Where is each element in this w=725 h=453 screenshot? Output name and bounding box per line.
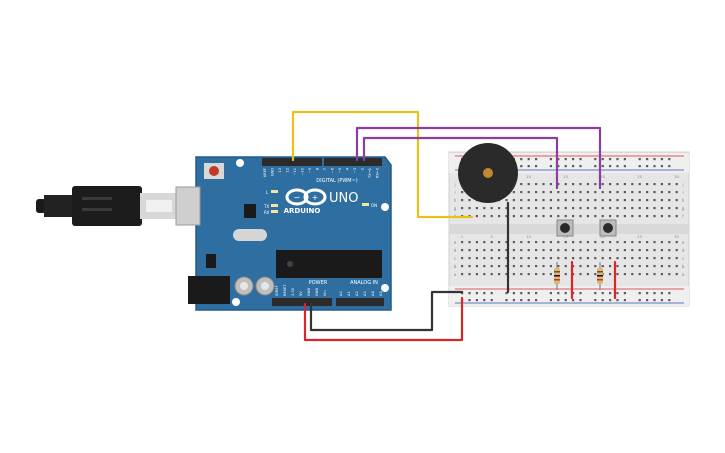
tx-label: TX — [263, 204, 269, 209]
piezo-buzzer[interactable] — [458, 143, 518, 203]
svg-text:−: − — [294, 193, 301, 202]
header-analog[interactable] — [336, 298, 384, 306]
col-number: 25 — [637, 235, 642, 239]
col-number: 10 — [526, 235, 531, 239]
arduino-logo-icon: − + — [285, 188, 327, 206]
pin-label: A0 — [339, 291, 343, 296]
col-number: 25 — [637, 175, 642, 179]
col-number: 10 — [526, 175, 531, 179]
pin-label: ~9 — [308, 167, 312, 173]
col-number: 20 — [600, 175, 605, 179]
pin-label: TX→1 — [368, 168, 372, 179]
row-letter: a — [682, 272, 685, 277]
pin-label: 4 — [346, 167, 350, 170]
row-letter: e — [682, 240, 685, 245]
pin-label: ~3 — [353, 168, 357, 173]
pin-label: 8 — [316, 167, 320, 170]
col-number: 20 — [600, 235, 605, 239]
rx-label: RX — [264, 210, 270, 215]
pin-label: A3 — [363, 291, 367, 296]
on-label: ON — [371, 203, 377, 208]
row-letter: i — [454, 190, 455, 195]
push-button-2[interactable] — [599, 219, 617, 237]
col-number: 5 — [490, 235, 492, 239]
row-letter: b — [682, 264, 685, 269]
row-letter: h — [682, 198, 685, 203]
pin-label: 7 — [323, 168, 327, 170]
col-number: 1 — [461, 235, 463, 239]
wire-yellow[interactable] — [291, 110, 474, 219]
pin-label: 3.3V — [291, 287, 295, 296]
pin-label: AREF — [263, 168, 267, 177]
row-letter: c — [454, 256, 456, 261]
row-letter: h — [454, 198, 457, 203]
arduino-uno-board[interactable]: − + ARDUINO UNO DIGITAL (PWM~) POWER ANA… — [175, 156, 392, 311]
resistor-1[interactable] — [554, 262, 560, 290]
row-letter: g — [454, 206, 457, 211]
pin-label: RX←0 — [376, 167, 380, 178]
atmega-chip — [276, 250, 382, 278]
wire-purple-1[interactable] — [355, 126, 602, 190]
usb-cable[interactable] — [36, 186, 178, 226]
wire-purple-2[interactable] — [362, 136, 559, 190]
pin-label: 2 — [361, 168, 365, 170]
pin-label: A4 — [371, 291, 375, 296]
analog-label: ANALOG IN — [350, 280, 378, 286]
reset-button[interactable] — [209, 166, 219, 176]
pin-label: Vin — [323, 290, 327, 296]
pin-label: ~6 — [331, 167, 335, 173]
l-label: L — [266, 190, 269, 195]
row-letter: a — [454, 272, 457, 277]
col-number: 15 — [563, 175, 568, 179]
header-power[interactable] — [272, 298, 332, 306]
pin-label: 5V — [299, 291, 303, 296]
row-letter: e — [454, 240, 457, 245]
wire-red-5v[interactable] — [303, 296, 464, 342]
pin-label: A1 — [347, 291, 351, 296]
row-letter: g — [682, 206, 685, 211]
brand-label: ARDUINO — [284, 207, 321, 215]
pin-label: A2 — [355, 291, 359, 296]
pin-label: ~10 — [301, 167, 305, 175]
row-letter: c — [682, 256, 684, 261]
col-number: 30 — [674, 235, 679, 239]
row-letter: b — [454, 264, 457, 269]
col-number: 30 — [674, 175, 679, 179]
digital-label: DIGITAL (PWM~) — [316, 178, 358, 184]
model-label: UNO — [329, 191, 358, 206]
header-digital-left[interactable] — [262, 158, 322, 166]
row-letter: j — [453, 182, 455, 187]
svg-text:+: + — [312, 193, 319, 202]
row-letter: d — [454, 248, 457, 253]
pin-label: GND — [271, 168, 275, 176]
row-letter: d — [682, 248, 685, 253]
row-letter: f — [682, 214, 684, 219]
power-label: POWER — [309, 280, 328, 286]
pin-label: ~11 — [293, 168, 297, 176]
pin-label: 13 — [278, 168, 282, 173]
pin-label: RESET — [283, 284, 287, 296]
row-letter: j — [681, 182, 683, 187]
header-digital-right[interactable] — [324, 158, 382, 166]
push-button-1[interactable] — [556, 219, 574, 237]
pin-label: 12 — [286, 168, 290, 173]
pin-label: ~5 — [338, 168, 342, 173]
col-number: 15 — [563, 235, 568, 239]
row-letter: i — [682, 190, 683, 195]
pin-label: GND — [307, 288, 311, 296]
pin-label: IOREF — [275, 285, 279, 296]
pin-label: A5 — [379, 291, 383, 296]
resistor-2[interactable] — [597, 262, 603, 290]
wire-black-gnd[interactable] — [309, 290, 464, 332]
pin-label: GND — [315, 288, 319, 296]
